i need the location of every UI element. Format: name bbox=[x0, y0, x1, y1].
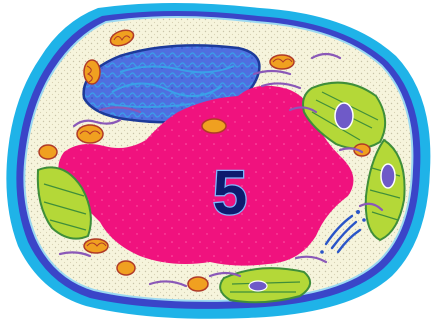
mitochondrion bbox=[84, 60, 100, 84]
mitochondrion bbox=[270, 55, 294, 69]
mitochondrion bbox=[84, 239, 108, 253]
mitochondrion bbox=[77, 125, 103, 143]
mitochondrion bbox=[39, 145, 57, 159]
mitochondrion bbox=[188, 277, 208, 291]
mitochondrion bbox=[202, 119, 226, 133]
mitochondrion bbox=[117, 261, 135, 275]
marker-label: 5 bbox=[213, 159, 247, 228]
